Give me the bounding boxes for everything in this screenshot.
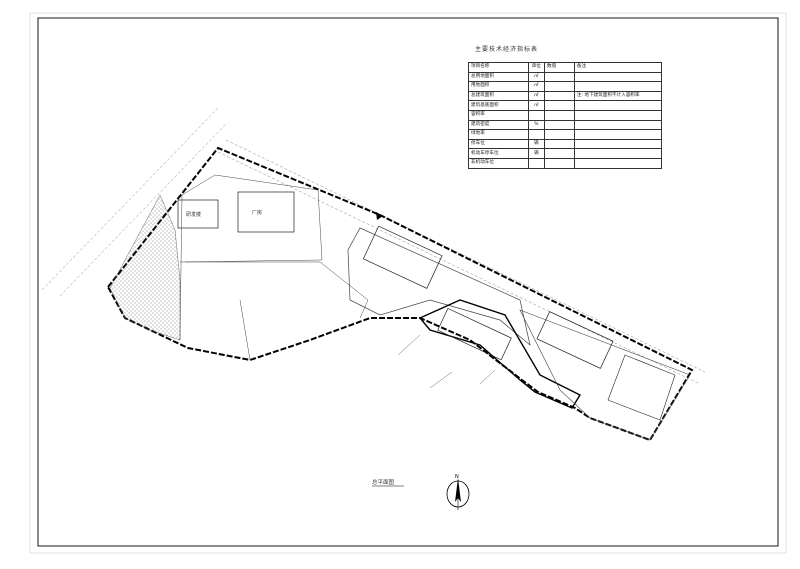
table-cell: 绿地率: [468, 129, 529, 140]
building-b: [237, 191, 295, 233]
road-lines: [41, 107, 706, 385]
table-cell: [573, 71, 663, 83]
table-cell: 辆: [527, 138, 546, 150]
table-row: 容积率: [468, 109, 663, 121]
table-cell: %: [527, 119, 546, 131]
building-f: [607, 354, 676, 421]
table-cell: [573, 100, 663, 111]
table-cell: [573, 157, 663, 169]
table-cell: 数值: [544, 62, 575, 73]
table-cell: ㎡: [527, 100, 546, 111]
table-cell: [544, 138, 575, 150]
table-cell: 容积率: [468, 109, 529, 121]
table-row: 停车位辆: [468, 138, 663, 150]
table-row: 项目名称单位数值备注: [468, 62, 663, 73]
table-row: 机动车停车位辆: [468, 148, 663, 159]
building-e: [536, 311, 614, 369]
site-boundary: [106, 146, 694, 442]
building-label-a: 研发楼: [186, 211, 201, 218]
table-row: 非机动车位: [468, 157, 663, 169]
leader-lines: [397, 334, 496, 389]
table-cell: ㎡: [527, 90, 546, 102]
table-cell: [527, 109, 546, 121]
table-cell: [573, 138, 663, 150]
internal-roads: [179, 174, 369, 361]
table-cell: [544, 109, 575, 121]
entrance-arrow-icon: [376, 212, 383, 220]
table-row: 绿地率: [468, 129, 663, 140]
table-cell: 辆: [527, 148, 546, 159]
table-cell: [573, 109, 663, 121]
plan-label: 总平面图: [372, 480, 395, 486]
table-cell: [544, 157, 575, 169]
building-label-b: 厂房: [252, 209, 262, 216]
table-cell: [573, 81, 663, 92]
table-cell: 机动车停车位: [468, 148, 529, 159]
building-d: [437, 307, 512, 361]
outer-frame: [29, 12, 787, 554]
table-cell: [544, 81, 575, 92]
north-label: N: [455, 474, 459, 480]
table-cell: [527, 157, 546, 169]
table-cell: 注: 地下建筑面积不计入容积率: [573, 90, 663, 102]
table-cell: 用地面积: [468, 81, 529, 92]
table-cell: [573, 148, 663, 159]
green-area-hatch: [109, 194, 181, 341]
table-cell: ㎡: [527, 71, 546, 83]
table-cell: 非机动车位: [468, 157, 529, 169]
table-cell: ㎡: [527, 81, 546, 92]
drawing-frame: [37, 17, 779, 547]
table-cell: 项目名称: [468, 62, 529, 73]
building-a: [177, 199, 219, 229]
table-cell: 总用地面积: [468, 71, 529, 83]
table-cell: [544, 148, 575, 159]
table-cell: [544, 119, 575, 131]
table-cell: 停车位: [468, 138, 529, 150]
table-cell: [544, 71, 575, 83]
middle-parcel: [418, 299, 581, 409]
table-cell: 备注: [573, 62, 663, 73]
table-cell: [544, 100, 575, 111]
table-cell: 建筑密度: [468, 119, 529, 131]
table-cell: 建筑基底面积: [468, 100, 529, 111]
building-c: [362, 225, 443, 289]
east-parcel-outline: [347, 227, 531, 346]
table-cell: [573, 129, 663, 140]
north-arrow-icon: [446, 478, 470, 510]
table-cell: [527, 129, 546, 140]
east-block-outline: [519, 309, 691, 441]
table-cell: 总建筑面积: [468, 90, 529, 102]
table-cell: [544, 129, 575, 140]
table-cell: [573, 119, 663, 131]
table-cell: [544, 90, 575, 102]
table-title: 主要技术经济指标表: [475, 46, 539, 53]
table-row: 建筑密度%: [468, 119, 663, 131]
table-cell: 单位: [527, 62, 546, 73]
